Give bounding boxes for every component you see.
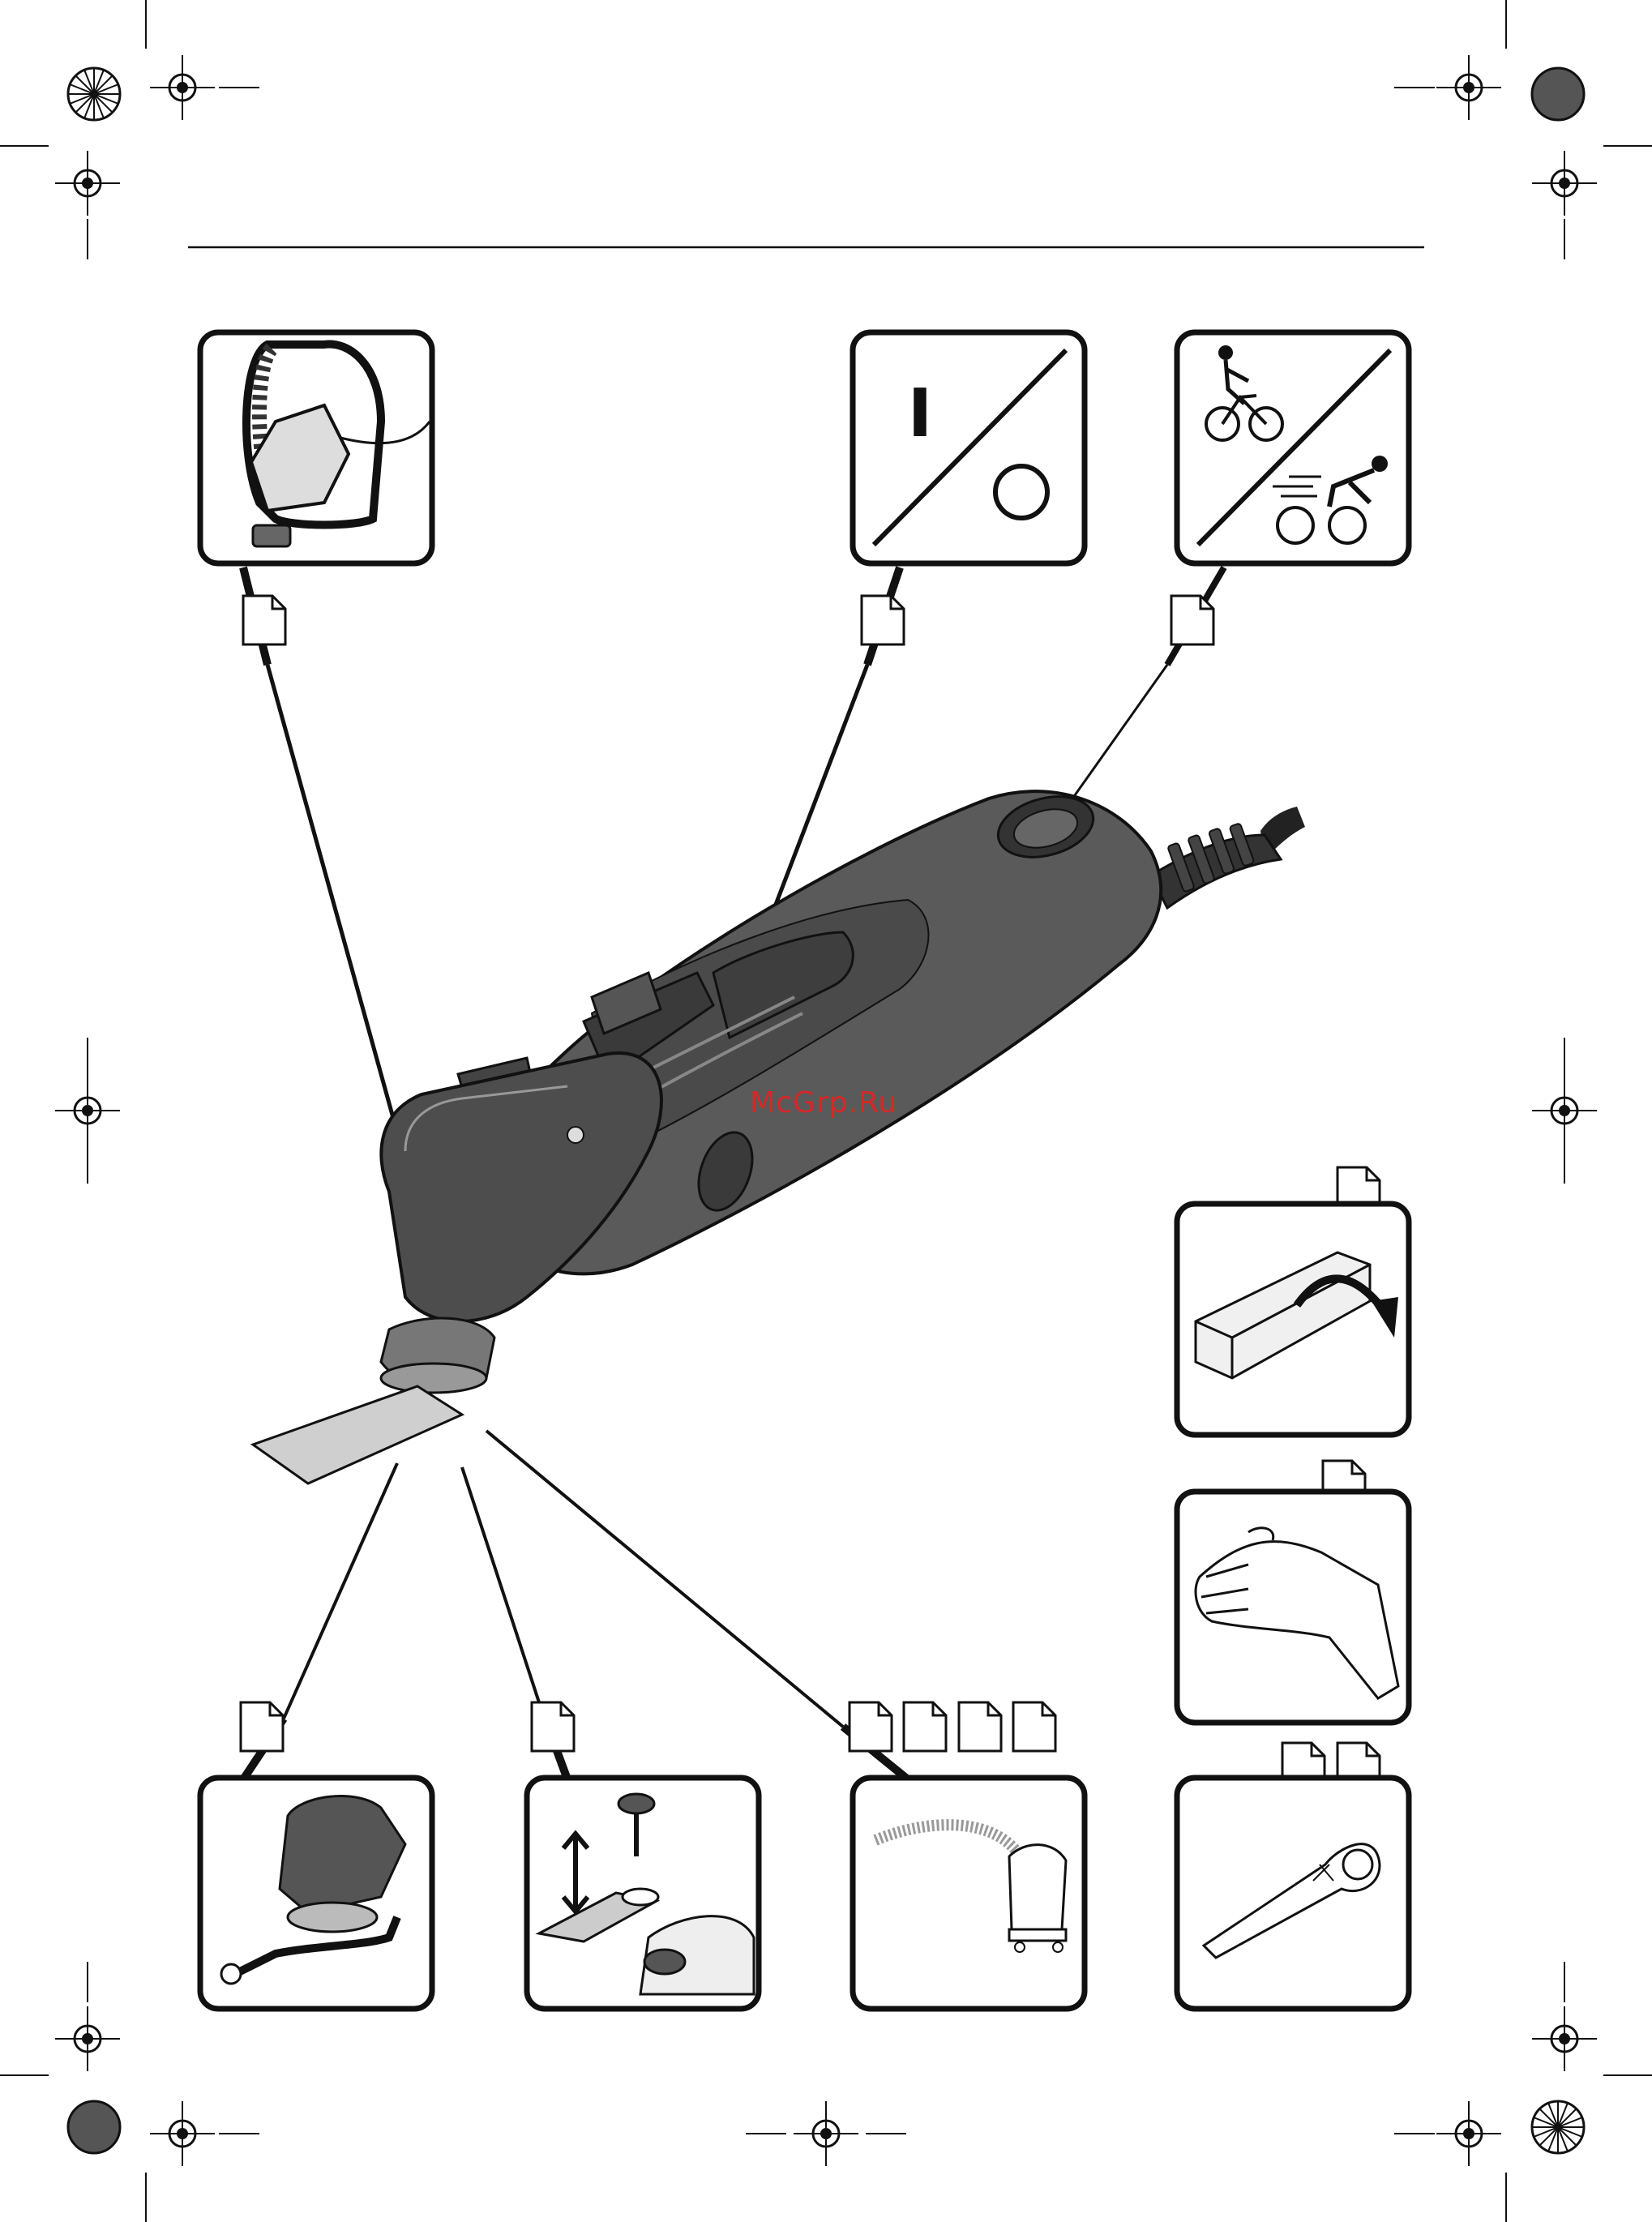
dust-extraction-icon — [853, 1778, 1085, 2009]
reference-page-icon — [850, 1702, 892, 1751]
reference-page-icon — [904, 1702, 946, 1751]
on-switch-label: I — [908, 375, 933, 452]
reference-page-icon — [959, 1702, 1001, 1751]
handle-icon — [200, 332, 432, 563]
reference-page-icon — [243, 596, 285, 644]
depth-stop-icon — [200, 1778, 432, 2009]
watermark-text: McGrp.Ru — [750, 1086, 897, 1120]
reference-page-icon — [241, 1702, 283, 1751]
speed-cyclist-icon — [1177, 332, 1409, 563]
storage-case-icon — [1177, 1204, 1409, 1435]
wrench-tool-icon — [1177, 1778, 1409, 2009]
reference-page-icon — [862, 596, 904, 644]
reference-page-icon — [1171, 596, 1213, 644]
blade-change-icon — [527, 1778, 759, 2009]
hand-protection-icon — [1177, 1492, 1409, 1723]
reference-page-icon — [1013, 1702, 1055, 1751]
reference-page-icon — [532, 1702, 574, 1751]
on-off-switch-icon: I — [853, 332, 1085, 563]
